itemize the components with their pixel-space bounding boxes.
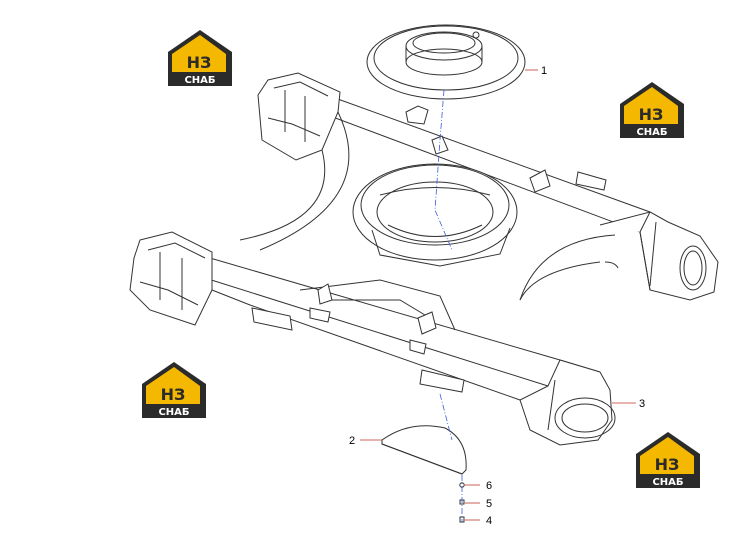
callout-numbers: 1 2 3 4 5 6	[349, 65, 645, 527]
logo-mark: НЗ	[655, 455, 680, 474]
callout-5: 5	[486, 498, 492, 510]
watermark-logo-bottom-right: НЗ СНАБ	[636, 432, 700, 488]
callout-3: 3	[639, 398, 645, 410]
watermark-logo-top-left: НЗ СНАБ	[168, 30, 232, 86]
track-frame	[129, 72, 719, 446]
leader-lines	[360, 69, 636, 521]
logo-mark: НЗ	[161, 385, 186, 404]
part-2-cover-plate	[381, 425, 467, 475]
watermark-logo-top-right: НЗ СНАБ	[620, 82, 684, 138]
logo-mark: НЗ	[187, 53, 212, 72]
watermark-logo-bottom-left: НЗ СНАБ	[142, 362, 206, 418]
assembly-axis	[434, 89, 463, 522]
callout-2: 2	[349, 435, 355, 447]
logo-word: СНАБ	[158, 407, 189, 418]
logo-word: СНАБ	[184, 75, 215, 86]
logo-mark: НЗ	[639, 105, 664, 124]
logo-word: СНАБ	[636, 127, 667, 138]
callout-4: 4	[486, 515, 492, 527]
callout-6: 6	[486, 480, 492, 492]
logo-word: СНАБ	[652, 477, 683, 488]
part-1-ring-plate	[366, 24, 526, 100]
callout-1: 1	[541, 65, 547, 77]
